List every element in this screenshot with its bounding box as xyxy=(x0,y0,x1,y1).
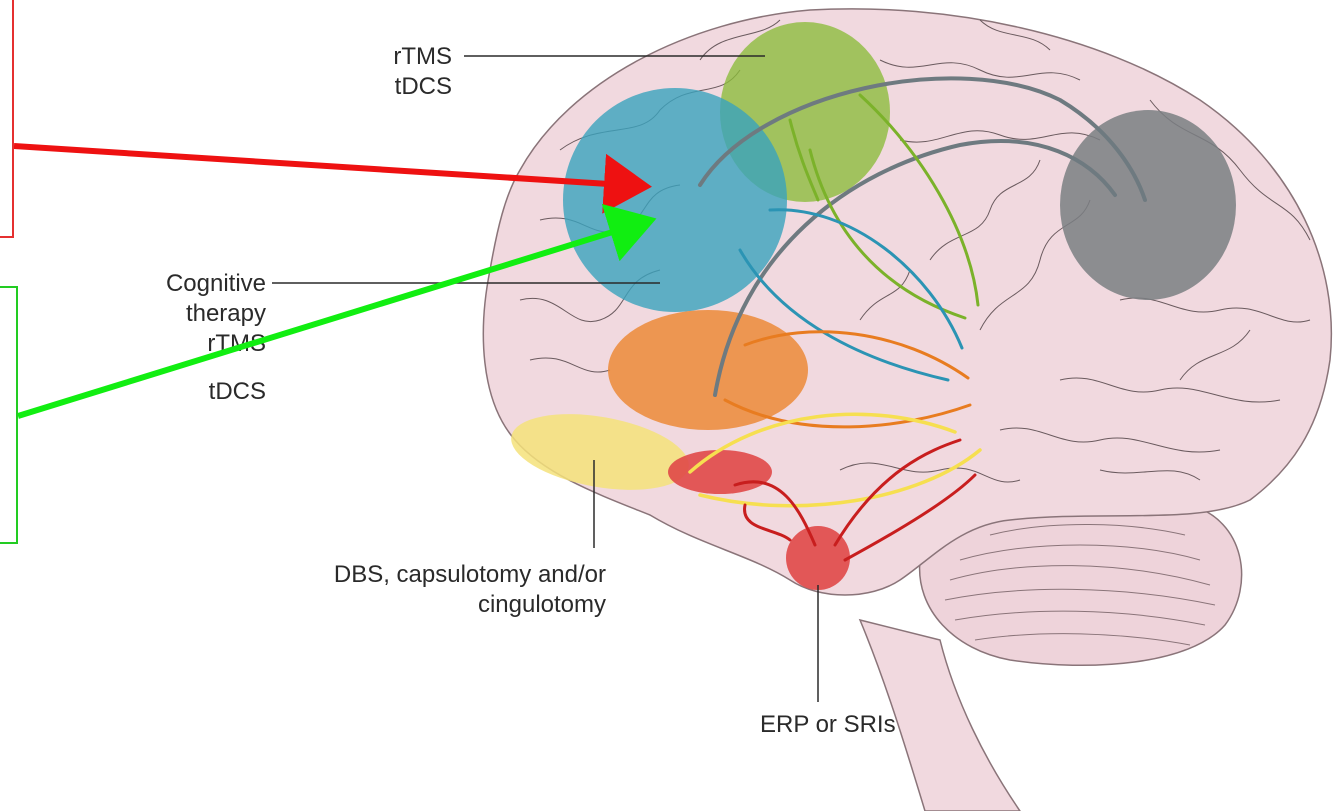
label-tdcs-top: tDCS xyxy=(395,73,452,100)
label-cognitive: Cognitive xyxy=(166,270,266,297)
label-rtms-top: rTMS xyxy=(393,43,452,70)
red-annotation-box xyxy=(0,0,14,238)
blue-region xyxy=(563,88,787,312)
orange-region xyxy=(608,310,808,430)
red-region-small xyxy=(668,450,772,494)
label-therapy: therapy xyxy=(186,300,266,327)
label-erp: ERP or SRIs xyxy=(760,711,896,738)
gray-region xyxy=(1060,110,1236,300)
label-tdcs-mid: tDCS xyxy=(209,378,266,405)
cerebrum xyxy=(483,9,1331,595)
label-dbs: DBS, capsulotomy and/or xyxy=(334,561,606,588)
green-annotation-box xyxy=(0,286,18,544)
label-cingulotomy: cingulotomy xyxy=(478,591,606,618)
